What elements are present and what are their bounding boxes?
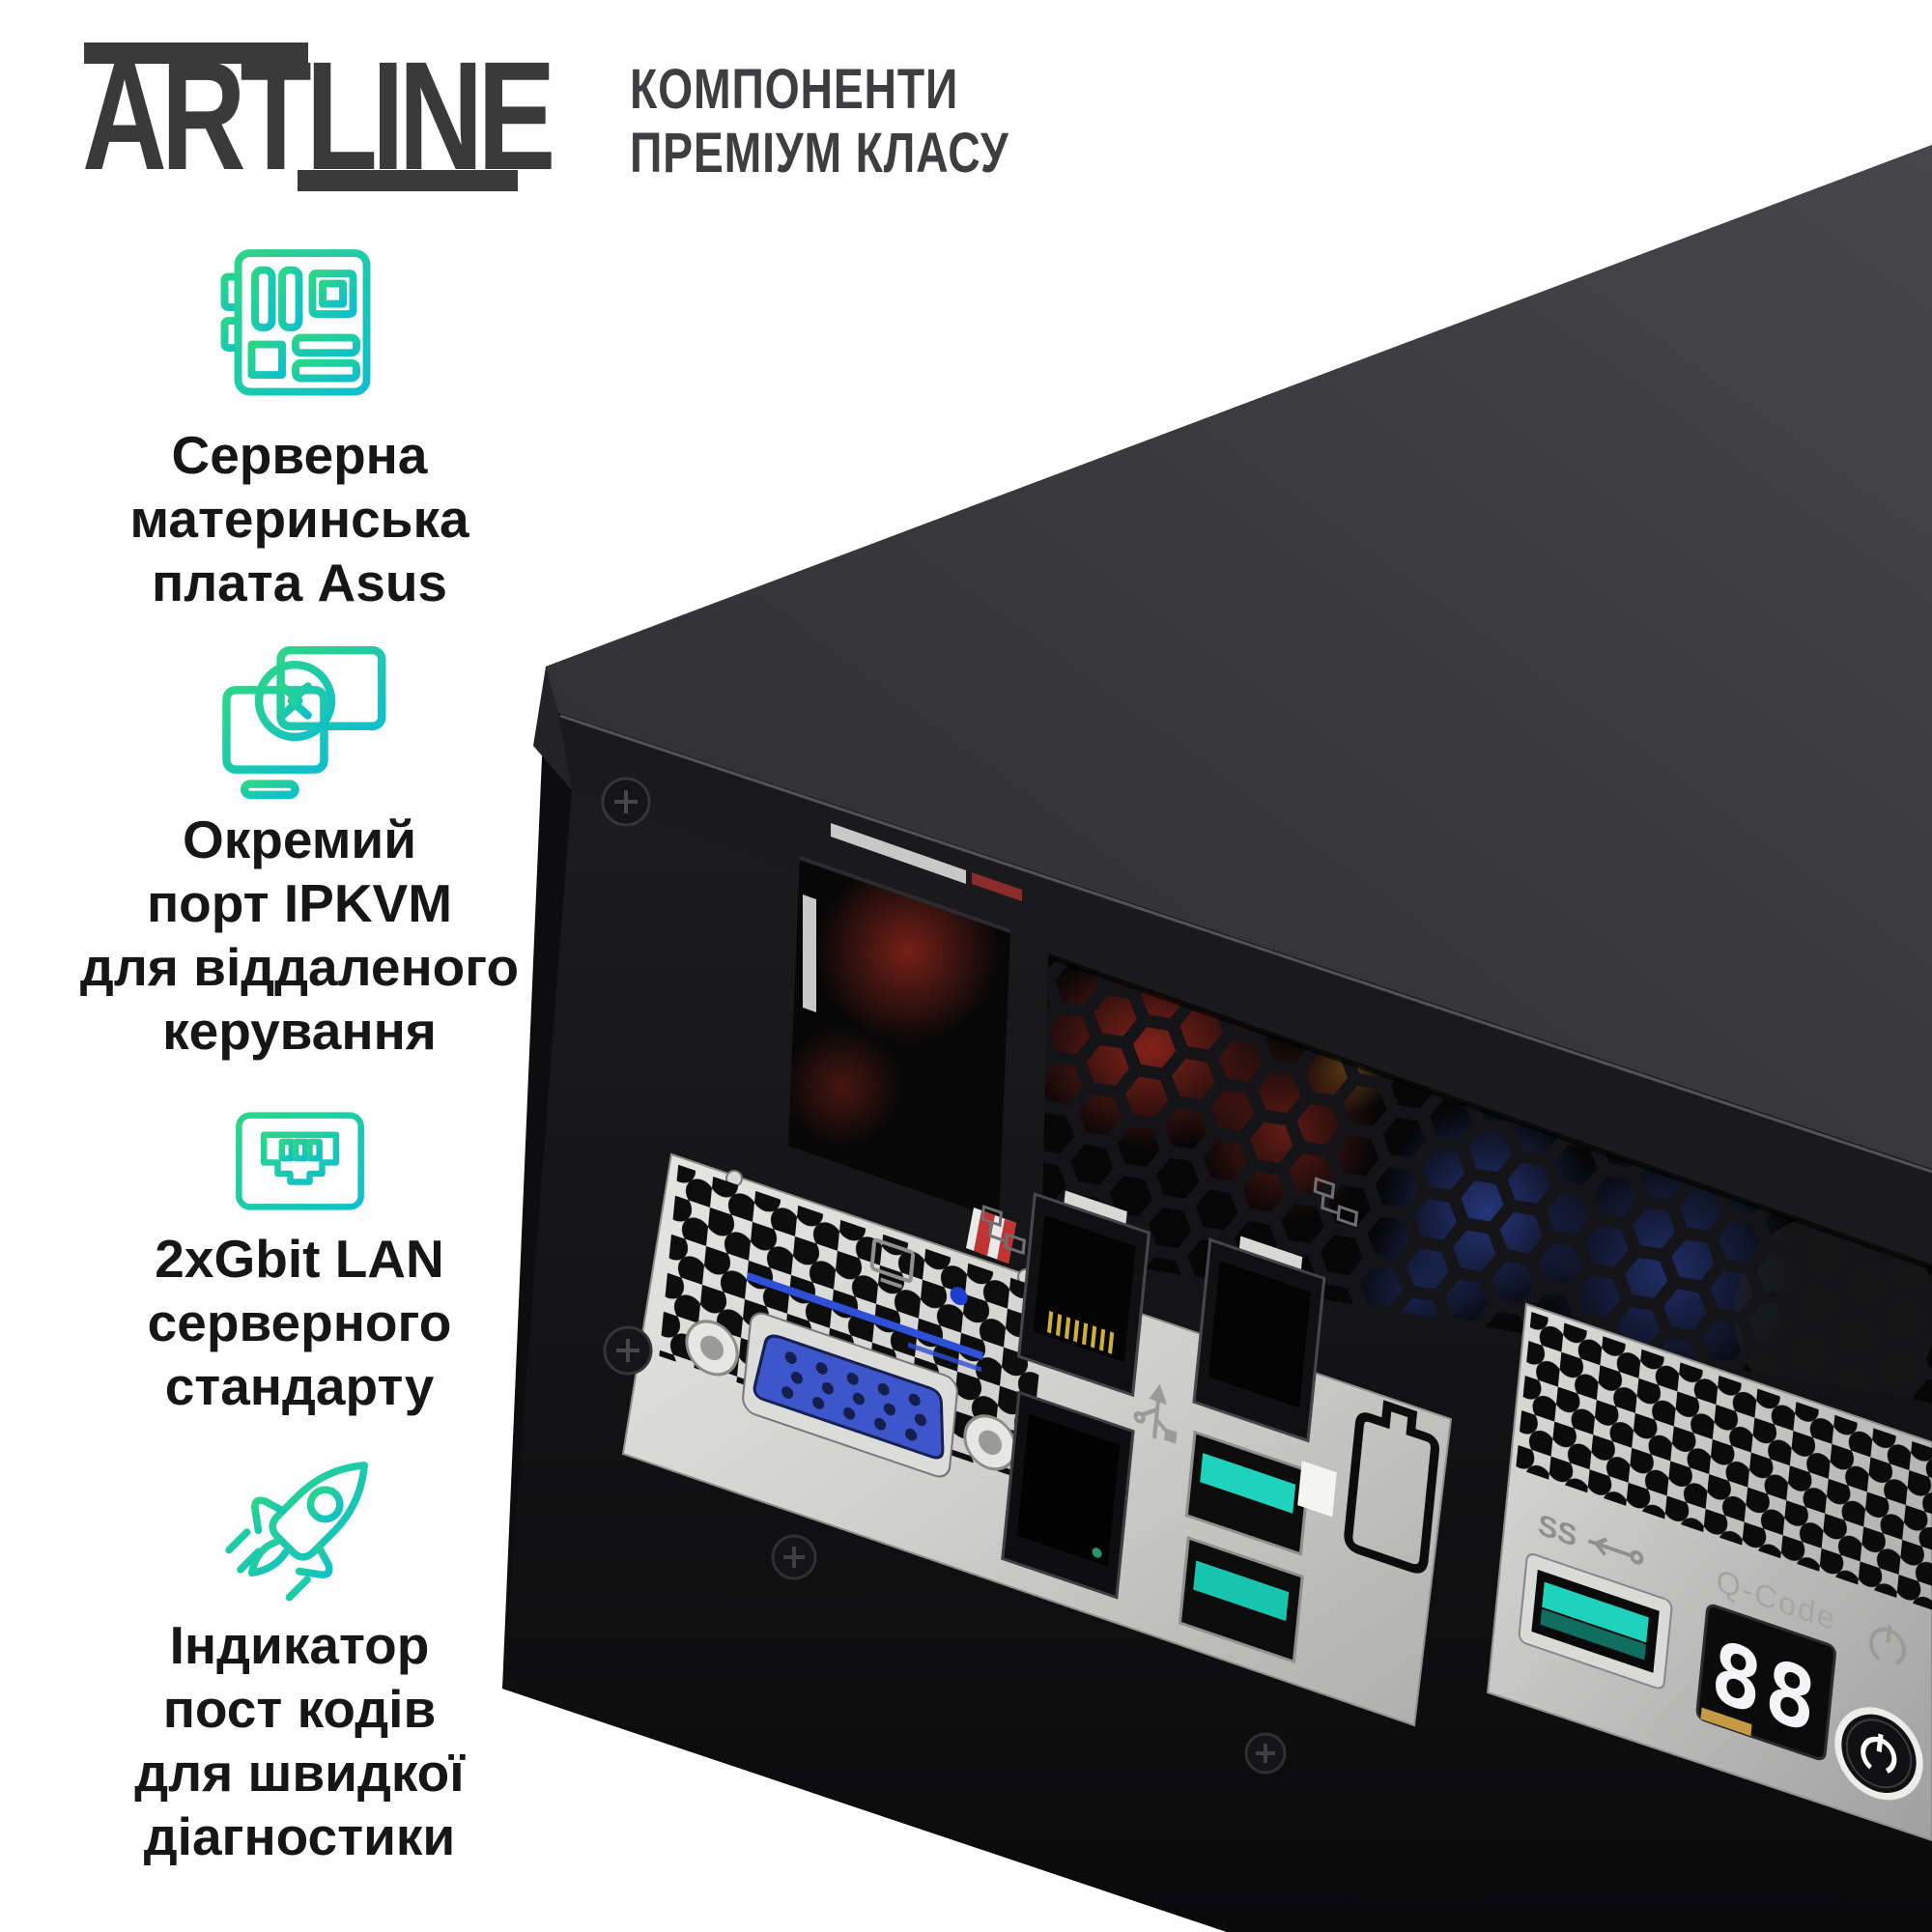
cable-glimpse-red <box>972 872 1022 901</box>
feature-line: плата Asus <box>151 553 448 612</box>
monitor-etch-icon <box>869 1237 916 1289</box>
remote-desktop-icon <box>222 646 386 799</box>
vga-port <box>685 1312 1017 1478</box>
ethernet-port <box>1001 1390 1135 1600</box>
feature-text-motherboard: Серверна материнська плата Asus <box>39 423 560 614</box>
feature-line: керування <box>162 1001 437 1061</box>
ipkvm-knockout-hole <box>788 856 1016 1264</box>
feature-line: діагностики <box>143 1806 456 1866</box>
ethernet-port <box>1192 1236 1326 1443</box>
blue-led-dot <box>950 1287 968 1306</box>
usb-etch-icon <box>1133 1383 1178 1444</box>
ethernet-port <box>1016 1190 1151 1398</box>
power-etch-icon <box>1868 1624 1907 1666</box>
feature-text-postcode: Індикатор пост кодів для швидкої діагнос… <box>39 1613 560 1868</box>
feature-line: серверного <box>147 1293 452 1352</box>
chassis-lid-corner <box>533 667 572 790</box>
feature-line: 2xGbit LAN <box>155 1229 444 1289</box>
feature-line: для віддаленого <box>79 937 520 997</box>
io-plate-right: SS Q-Code 88 <box>1486 1302 1932 1842</box>
lan-etch-icon <box>1313 1177 1359 1228</box>
feature-line: порт IPKVM <box>146 873 453 933</box>
io-shield <box>621 1152 1453 1727</box>
brand-tagline: КОМПОНЕНТИ ПРЕМІУМ КЛАСУ <box>630 58 1009 185</box>
feature-line: Окремий <box>182 810 417 869</box>
feature-text-lan: 2xGbit LAN серверного стандарту <box>39 1227 560 1418</box>
chassis-screw <box>1244 1732 1287 1775</box>
feature-line: для швидкої <box>134 1743 465 1803</box>
feature-line: Індикатор <box>169 1615 430 1675</box>
feature-text-ipkvm: Окремий порт IPKVM для віддаленого керув… <box>39 808 560 1063</box>
feature-line: пост кодів <box>162 1679 437 1739</box>
port-knockout-etch <box>1297 1400 1439 1574</box>
qcode-display: 88 <box>1695 1604 1836 1761</box>
rocket-icon <box>225 1462 368 1602</box>
feature-line: стандарту <box>164 1356 435 1416</box>
tagline-line: ПРЕМІУМ КЛАСУ <box>630 122 1009 185</box>
chassis-lid-top <box>546 145 1932 1169</box>
lan-port-icon <box>236 1112 364 1210</box>
chassis-screw <box>603 1325 653 1376</box>
usb3-port <box>1518 1553 1673 1690</box>
chassis-screw <box>771 1534 817 1580</box>
motherboard-icon <box>220 249 371 396</box>
logo-bar-bottom <box>298 170 518 191</box>
brand-logo-text: ARTLINE <box>82 29 555 202</box>
tagline-line: КОМПОНЕНТИ <box>630 58 959 121</box>
feature-line: Серверна <box>171 425 428 485</box>
plate-vent-holes <box>1516 1312 1932 1612</box>
blue-stripe <box>746 1271 983 1360</box>
chassis-screw <box>601 777 651 827</box>
feature-line: материнська <box>129 489 469 549</box>
usb3-port <box>1178 1536 1304 1664</box>
vga-screw <box>685 1320 739 1377</box>
logo-bar-top <box>84 43 308 64</box>
lan-etch-icon <box>980 1205 1027 1256</box>
cable-glimpse-white <box>831 823 966 884</box>
power-button <box>1834 1707 1923 1801</box>
usb3-port <box>1184 1430 1311 1556</box>
